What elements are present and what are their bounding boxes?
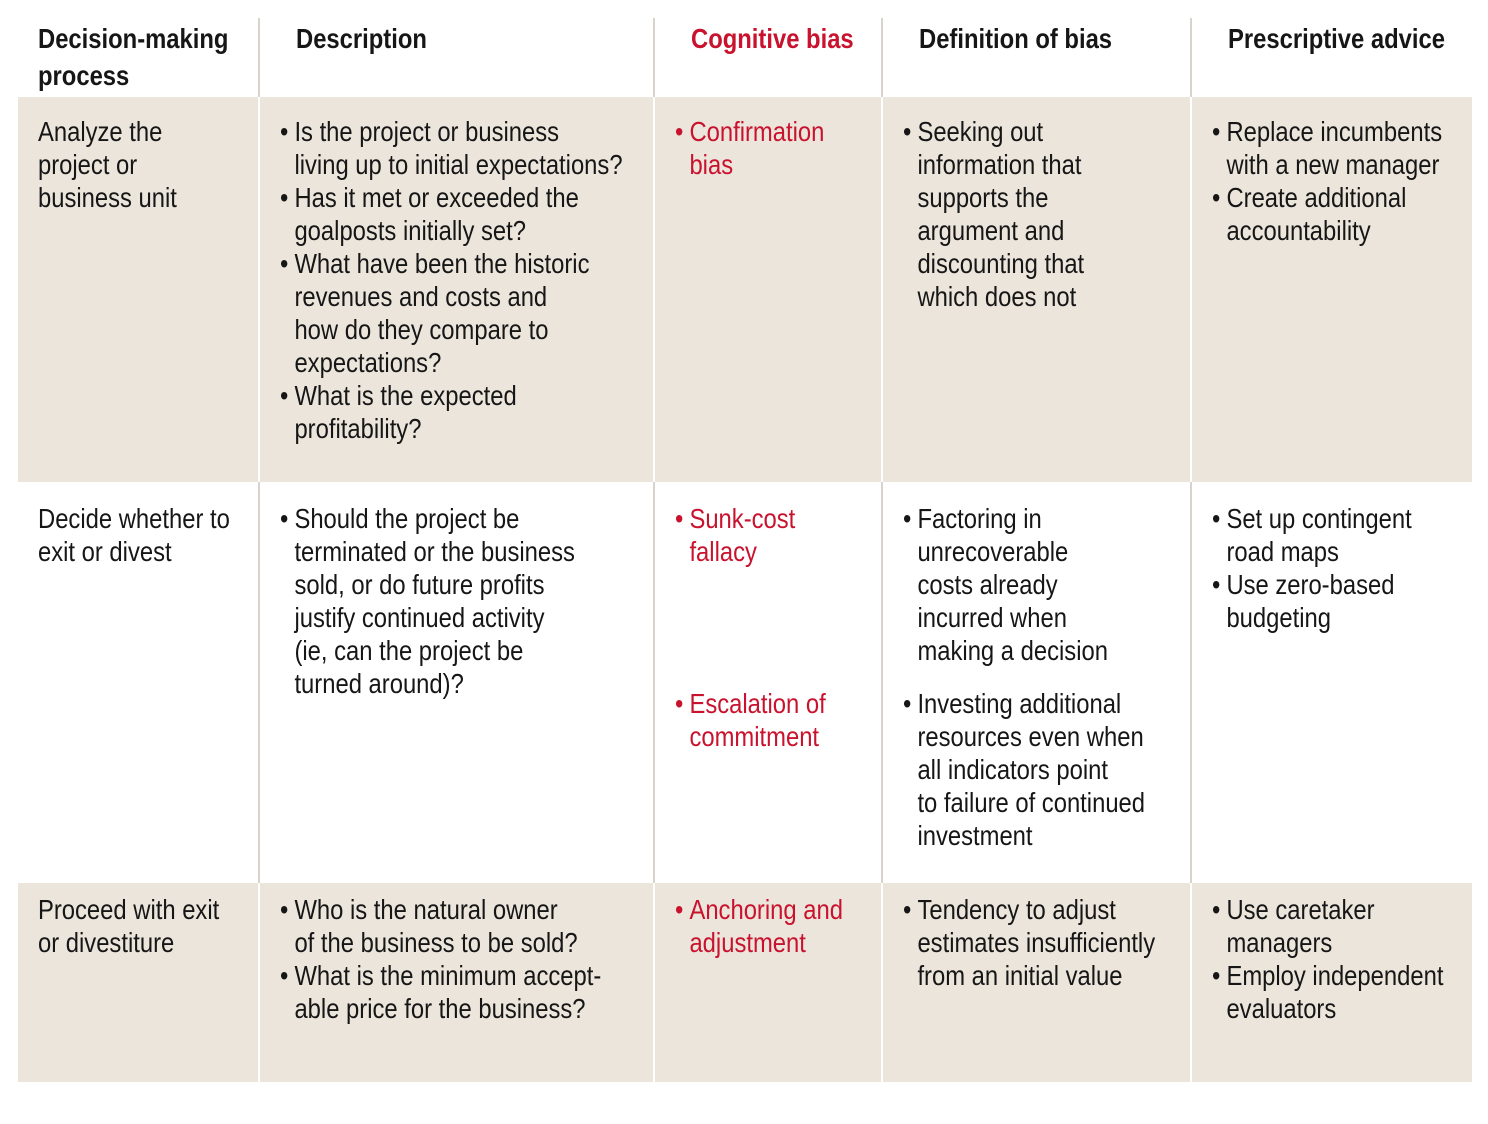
row1-definition-cell: Seeking out information that supports th… [881, 97, 1190, 482]
row2-advice-cell: Set up contingent road maps Use zero-bas… [1190, 482, 1472, 883]
row3-bias-cell: Anchoring and adjustment [653, 883, 881, 1082]
process-label: Proceed with exit or divestiture [38, 894, 220, 958]
definition-list: Tendency to adjust estimates insufficien… [903, 893, 1172, 992]
row2-bias-cell: Sunk-cost fallacy Escalation of commitme… [653, 482, 881, 883]
row1-advice-cell: Replace incumbents with a new manager Cr… [1190, 97, 1472, 482]
header-label: Definition of bias [919, 23, 1113, 54]
definition-list: Factoring in unrecoverable costs already… [903, 502, 1172, 852]
list-item: Is the project or business living up to … [280, 115, 635, 181]
row3-definition-cell: Tendency to adjust estimates insufficien… [881, 883, 1190, 1082]
column-header-cognitive-bias: Cognitive bias [653, 18, 881, 97]
row3-description-cell: Who is the natural owner of the business… [258, 883, 653, 1082]
row3-advice-cell: Use caretaker managers Employ independen… [1190, 883, 1472, 1082]
row1-description-cell: Is the project or business living up to … [258, 97, 653, 482]
list-item: Anchoring and adjustment [675, 893, 863, 959]
list-item: What is the expected profitability? [280, 379, 635, 445]
definition-list: Seeking out information that supports th… [903, 115, 1172, 313]
list-item: Create additional accountability [1212, 181, 1454, 247]
header-label: Prescriptive advice [1228, 23, 1445, 54]
list-item: Has it met or exceeded the goalposts ini… [280, 181, 635, 247]
list-item: What is the minimum accept- able price f… [280, 959, 635, 1025]
list-item: Replace incumbents with a new manager [1212, 115, 1454, 181]
description-list: Is the project or business living up to … [280, 115, 635, 445]
header-label: Description [296, 23, 427, 54]
process-label: Decide whether to exit or divest [38, 503, 230, 567]
advice-list: Set up contingent road maps Use zero-bas… [1212, 502, 1454, 634]
row2-description-cell: Should the project be terminated or the … [258, 482, 653, 883]
list-item: What have been the historic revenues and… [280, 247, 635, 379]
header-label: Cognitive bias [691, 23, 854, 54]
bias-table: Decision-making process Description Cogn… [18, 18, 1472, 1082]
bias-list: Sunk-cost fallacy Escalation of commitme… [675, 502, 863, 753]
row1-process-cell: Analyze the project or business unit [18, 97, 258, 482]
column-header-definition-of-bias: Definition of bias [881, 18, 1190, 97]
list-item: Seeking out information that supports th… [903, 115, 1172, 313]
column-header-decision-making-process: Decision-making process [18, 18, 258, 97]
list-item: Should the project be terminated or the … [280, 502, 635, 700]
list-item: Sunk-cost fallacy [675, 502, 863, 568]
list-item: Confirmation bias [675, 115, 863, 181]
list-item: Tendency to adjust estimates insufficien… [903, 893, 1172, 992]
list-item: Factoring in unrecoverable costs already… [903, 502, 1172, 667]
advice-list: Use caretaker managers Employ independen… [1212, 893, 1454, 1025]
list-item: Use caretaker managers [1212, 893, 1454, 959]
header-label: Decision-making process [38, 23, 229, 91]
row2-process-cell: Decide whether to exit or divest [18, 482, 258, 883]
list-item: Set up contingent road maps [1212, 502, 1454, 568]
list-item: Use zero-based budgeting [1212, 568, 1454, 634]
list-item: Escalation of commitment [675, 687, 863, 753]
bias-list: Anchoring and adjustment [675, 893, 863, 959]
list-item: Who is the natural owner of the business… [280, 893, 635, 959]
advice-list: Replace incumbents with a new manager Cr… [1212, 115, 1454, 247]
row1-bias-cell: Confirmation bias [653, 97, 881, 482]
process-label: Analyze the project or business unit [38, 116, 177, 213]
bias-list: Confirmation bias [675, 115, 863, 181]
description-list: Who is the natural owner of the business… [280, 893, 635, 1025]
column-header-prescriptive-advice: Prescriptive advice [1190, 18, 1472, 97]
column-header-description: Description [258, 18, 653, 97]
row3-process-cell: Proceed with exit or divestiture [18, 883, 258, 1082]
list-item: Investing additional resources even when… [903, 687, 1172, 852]
description-list: Should the project be terminated or the … [280, 502, 635, 700]
row2-definition-cell: Factoring in unrecoverable costs already… [881, 482, 1190, 883]
list-item: Employ independent evaluators [1212, 959, 1454, 1025]
